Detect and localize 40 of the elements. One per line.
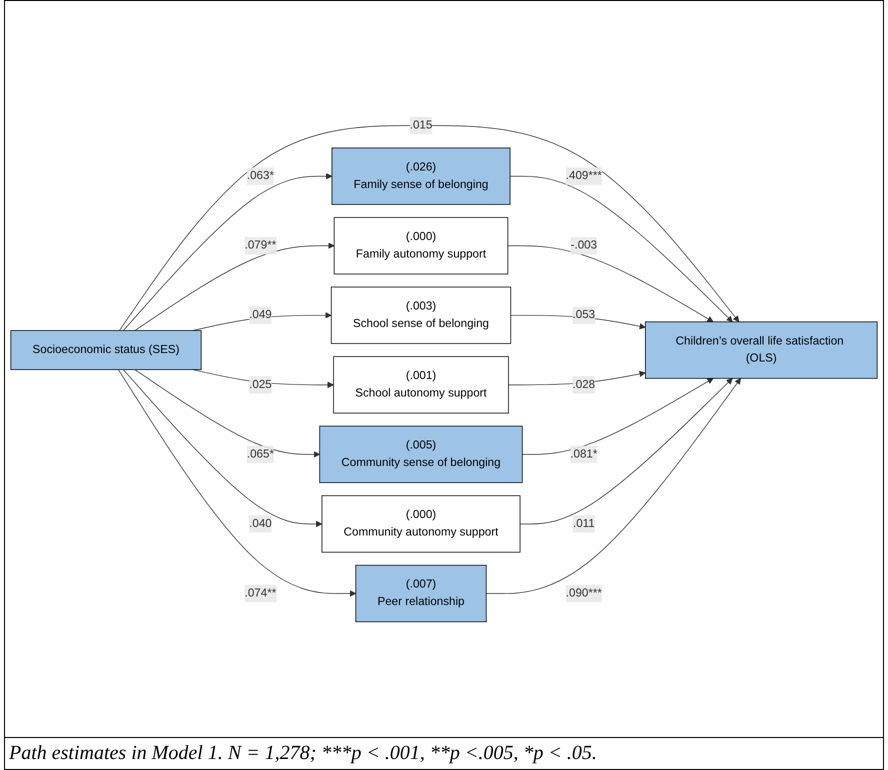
node-box: (.003) School sense of belonging bbox=[330, 286, 512, 344]
arrow bbox=[123, 172, 332, 331]
arrow bbox=[507, 245, 714, 322]
arrow bbox=[123, 369, 322, 527]
edge-label: .028 bbox=[572, 378, 596, 390]
arrow bbox=[134, 369, 320, 458]
edge-label: .074** bbox=[244, 586, 276, 600]
edge-label: -.003 bbox=[570, 238, 598, 252]
arrow bbox=[520, 378, 733, 524]
node-box: Children’s overall life satisfaction (OLS) bbox=[645, 321, 878, 378]
edge-label: .040 bbox=[249, 517, 272, 530]
arrow bbox=[510, 176, 733, 322]
arrow bbox=[486, 378, 741, 594]
edge-label: .079** bbox=[244, 238, 276, 252]
arrow bbox=[119, 124, 740, 331]
node-box: (.000) Family autonomy support bbox=[334, 216, 508, 274]
arrow bbox=[192, 369, 334, 388]
node-box: Socioeconomic status (SES) bbox=[10, 330, 202, 370]
node-box: (.000) Community autonomy support bbox=[322, 495, 520, 552]
arrow bbox=[522, 378, 714, 454]
node-box: (.026) Family sense of belonging bbox=[332, 147, 510, 205]
edge-label: .409*** bbox=[566, 169, 602, 182]
arrow bbox=[118, 369, 356, 596]
edge-label: .011 bbox=[572, 517, 595, 530]
edge-label: .015 bbox=[410, 118, 432, 132]
caption: Path estimates in Model 1. N = 1,278; ***p < .001, **p <.005, *p < .05. bbox=[4, 738, 884, 770]
edge-label: .065* bbox=[246, 448, 274, 460]
arrow bbox=[510, 314, 646, 330]
edge-label: .049 bbox=[249, 308, 272, 321]
node-box: (.005) Community sense of belonging bbox=[319, 426, 523, 483]
arrow bbox=[134, 242, 334, 331]
edge-label: .090*** bbox=[566, 586, 602, 600]
edge-label: .025 bbox=[249, 378, 272, 390]
node-box: (.001) School autonomy support bbox=[333, 356, 509, 414]
edge-label: .063* bbox=[246, 169, 274, 182]
edge-label: .053 bbox=[572, 308, 596, 321]
node-box: (.007) Peer relationship bbox=[355, 564, 487, 622]
arrow bbox=[192, 312, 332, 331]
edge-label: .081* bbox=[570, 448, 598, 460]
arrow bbox=[508, 370, 646, 385]
